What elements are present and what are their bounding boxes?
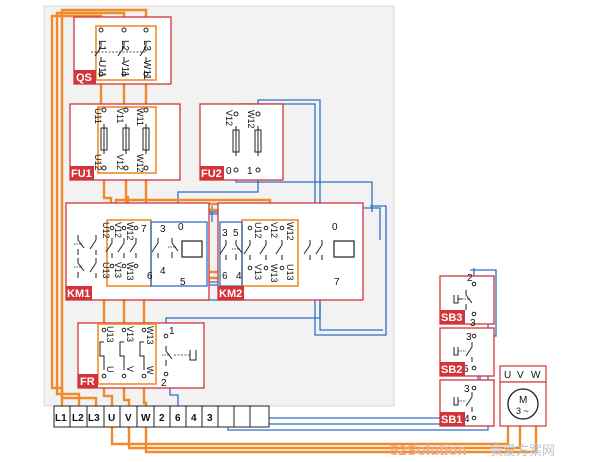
qs-top-label-3: L3	[141, 40, 152, 52]
push-button-sb2: 3 6 SB2	[439, 327, 495, 377]
km1-top-label-4: 7	[141, 224, 147, 235]
terminal-cell-8: 6	[175, 413, 181, 424]
qs-top-label-2: L2	[119, 40, 130, 52]
sb2-tag: SB2	[441, 364, 462, 376]
km1-bottom-label-5: 4	[160, 266, 166, 277]
fu1-top-label-1: U11	[93, 108, 103, 124]
km2-bottom-label-2: 4	[236, 271, 242, 282]
fu2-top-label-2: W12	[246, 110, 256, 129]
qs-isolating-switch: L1 L2 L3 U11 V11 W11 QS	[73, 16, 172, 85]
motor-terminal-u: U	[504, 370, 511, 381]
km2-tag: KM2	[219, 288, 242, 300]
km1-top-label-2: V12	[113, 222, 123, 238]
sb1-top-label: 3	[464, 384, 470, 395]
terminal-cell-7: 2	[159, 413, 165, 424]
sb1-bottom-label: 4	[464, 414, 470, 425]
push-button-sb1: 3 4 SB1	[439, 379, 495, 427]
fu2-top-label-1: V12	[224, 110, 234, 126]
km2-top-label-4: V12	[269, 222, 279, 238]
fu1-top-label-2: V11	[115, 108, 125, 123]
terminal-block: L1 L2 L3 U V W 2 6 4 3	[53, 405, 270, 428]
km1-top-label-1: U12	[101, 222, 111, 239]
motor: U V W M 3 ~	[499, 365, 547, 427]
sb3-bottom-label: 3	[470, 318, 476, 329]
fr-top-label-2: V13	[125, 326, 135, 342]
motor-terminal-w: W	[531, 370, 541, 381]
fr-bottom-label-4: 2	[161, 378, 167, 389]
terminal-cell-6: W	[141, 413, 151, 424]
km1-top-label-3: W12	[125, 222, 135, 241]
motor-label-m: M	[519, 395, 527, 406]
sb1-tag: SB1	[441, 414, 462, 426]
terminal-cell-10: 3	[207, 413, 213, 424]
fu1-main-fuses: U11 V11 W11 U12 V12 W12 FU1	[69, 103, 181, 181]
fu2-bottom-label-1: 0	[226, 166, 232, 177]
fr-tag: FR	[80, 376, 95, 388]
terminal-cell-9: 4	[191, 413, 197, 424]
sb2-bottom-label: 6	[463, 364, 469, 375]
km2-bottom-label-5: U13	[285, 264, 295, 281]
km1-top-label-6: 0	[178, 222, 184, 233]
fu2-bottom-label-2: 1	[247, 166, 253, 177]
motor-symbol	[507, 388, 539, 420]
km1-bottom-label-3: W13	[125, 262, 135, 281]
fr-top-label-3: W13	[145, 326, 155, 345]
km2-bottom-label-4: W13	[269, 264, 279, 283]
terminal-cell-4: U	[108, 413, 115, 424]
terminal-cell-2: L2	[72, 413, 84, 424]
motor-label-phase: 3 ~	[516, 406, 529, 416]
sb2-top-label: 3	[466, 332, 472, 343]
watermark-cn: 我爱方案网	[490, 443, 555, 458]
motor-terminal-v: V	[517, 370, 524, 381]
fr-bottom-label-1: U	[105, 366, 115, 373]
km1-tag: KM1	[67, 288, 90, 300]
watermark: 52Solution 我爱方案网	[390, 442, 555, 459]
km2-bottom-label-3: V13	[253, 264, 263, 280]
km1-bottom-label-1: U13	[101, 262, 111, 279]
fu1-bottom-label-3: W12	[135, 154, 145, 173]
watermark-brand: 52Solution	[390, 442, 467, 459]
km2-top-label-6: 0	[332, 222, 338, 233]
terminal-cell-1: L1	[55, 413, 67, 424]
km1-bottom-label-6: 5	[180, 277, 186, 288]
qs-tag: QS	[76, 72, 92, 84]
fu2-tag: FU2	[201, 168, 222, 180]
fu1-top-label-3: W11	[135, 108, 145, 126]
terminal-cell-3: L3	[88, 413, 100, 424]
fr-bottom-label-2: V	[125, 366, 135, 372]
push-button-sb3: 2 3 SB3	[439, 273, 495, 329]
fr-top-label-1: U13	[105, 326, 115, 343]
qs-bottom-label-2: V11	[119, 60, 130, 77]
km1-top-label-5: 3	[160, 224, 166, 235]
sb3-top-label: 2	[467, 273, 473, 284]
km2-top-label-1: 3	[222, 228, 228, 239]
km2-bottom-label-1: 6	[222, 271, 228, 282]
fr-top-label-4: 1	[169, 326, 175, 337]
km2-top-label-5: W12	[285, 222, 295, 241]
terminal-cell-5: V	[125, 413, 132, 424]
fu1-tag: FU1	[71, 168, 92, 180]
qs-bottom-label-3: W11	[141, 60, 152, 80]
qs-bottom-label-1: U11	[96, 60, 107, 78]
fu1-bottom-label-1: U12	[93, 154, 103, 171]
km2-bottom-label-6: 7	[334, 277, 340, 288]
fu1-bottom-label-2: V12	[115, 154, 125, 170]
km1-bottom-label-4: 6	[147, 271, 153, 282]
qs-top-label-1: L1	[96, 40, 107, 52]
km1-bottom-label-2: V13	[113, 262, 123, 278]
fu2-control-fuses: V12 W12 0 1 FU2	[199, 103, 284, 181]
km2-contactor: 3 5 U12 V12 W12 0 6 4 V13 W13 U13 7 KM2	[217, 202, 364, 301]
km2-top-label-2: 5	[233, 228, 239, 239]
sb3-tag: SB3	[441, 312, 462, 324]
km2-top-label-3: U12	[253, 222, 263, 239]
fr-thermal-relay: U13 V13 W13 1 U V W 2 FR	[77, 322, 205, 389]
fr-bottom-label-3: W	[145, 366, 155, 375]
km1-contactor: U12 V12 W12 7 3 0 U13 V13 W13 6 4 5 KM1	[65, 202, 210, 301]
